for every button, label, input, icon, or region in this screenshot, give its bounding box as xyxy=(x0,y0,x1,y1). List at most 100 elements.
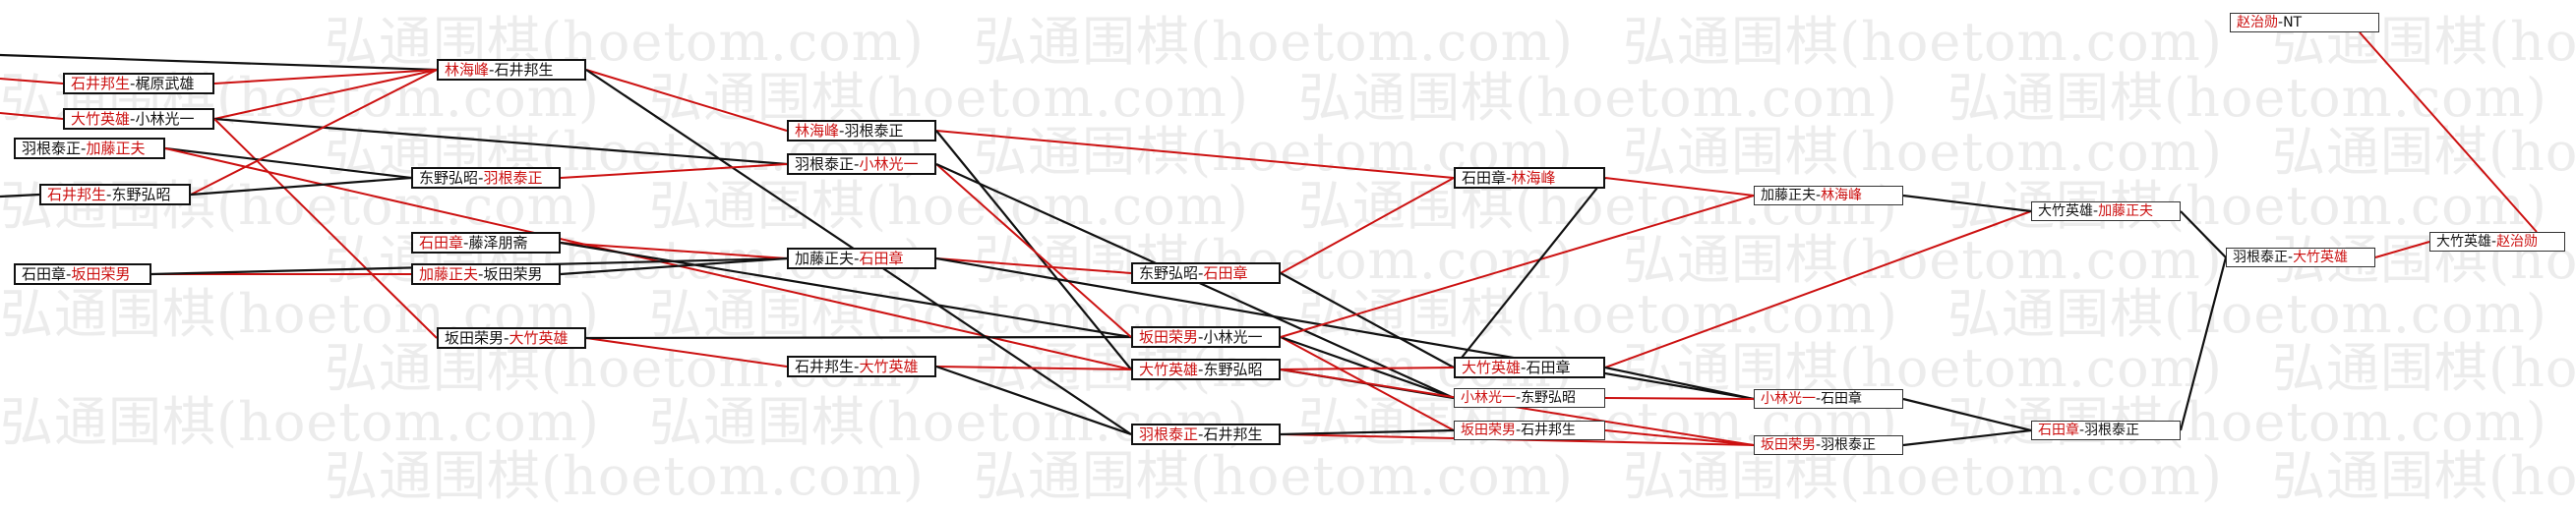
match-node[interactable]: 羽根泰正-加藤正夫 xyxy=(14,138,165,159)
match-node[interactable]: 东野弘昭-石田章 xyxy=(1131,262,1281,284)
player-b: 林海峰 xyxy=(1511,169,1556,187)
match-node[interactable]: 羽根泰正-大竹英雄 xyxy=(2226,248,2375,267)
player-a: 赵治勋 xyxy=(2237,15,2278,30)
bracket-line xyxy=(1604,210,2032,368)
bracket-line xyxy=(2179,256,2228,431)
player-a: 小林光一 xyxy=(1761,391,1816,407)
match-node[interactable]: 石井邦生-东野弘昭 xyxy=(39,184,191,205)
bracket-line xyxy=(935,365,1132,436)
match-node[interactable]: 加藤正夫-坂田荣男 xyxy=(411,263,561,285)
bracket-line xyxy=(560,241,1132,339)
player-a: 东野弘昭 xyxy=(1139,264,1199,282)
player-b: 羽根泰正 xyxy=(483,169,543,187)
bracket-line xyxy=(585,337,788,368)
player-b: 羽根泰正 xyxy=(1821,437,1877,453)
player-a: 林海峰 xyxy=(445,61,490,79)
match-node[interactable]: 大竹英雄-东野弘昭 xyxy=(1131,359,1281,380)
match-node[interactable]: 石井邦生-梶原武雄 xyxy=(63,73,214,94)
match-node[interactable]: 羽根泰正-小林光一 xyxy=(787,153,936,175)
match-node[interactable]: 羽根泰正-石井邦生 xyxy=(1131,424,1281,445)
match-node[interactable]: 大竹英雄-加藤正夫 xyxy=(2031,201,2181,221)
player-a: 羽根泰正 xyxy=(22,140,82,157)
bracket-line xyxy=(1280,195,1755,338)
player-a: 林海峰 xyxy=(795,122,840,140)
player-b: 石田章 xyxy=(1821,391,1863,407)
match-node[interactable]: 坂田荣男-羽根泰正 xyxy=(1754,435,1903,455)
match-node[interactable]: 大竹英雄-石田章 xyxy=(1454,357,1605,378)
player-b: 石井邦生 xyxy=(1521,423,1577,438)
bracket-line xyxy=(1280,177,1455,274)
match-node[interactable]: 加藤正夫-林海峰 xyxy=(1754,186,1903,205)
player-a: 羽根泰正 xyxy=(1139,425,1199,443)
match-node[interactable]: 石田章-坂田荣男 xyxy=(14,263,151,285)
player-a: 羽根泰正 xyxy=(795,155,855,173)
match-node[interactable]: 林海峰-羽根泰正 xyxy=(787,120,936,142)
player-b: 赵治勋 xyxy=(2496,234,2539,250)
match-node[interactable]: 石井邦生-大竹英雄 xyxy=(787,356,936,377)
match-node[interactable]: 坂田荣男-小林光一 xyxy=(1131,326,1281,348)
player-a: 石田章 xyxy=(419,234,464,252)
player-a: 坂田荣男 xyxy=(1139,328,1199,346)
match-node[interactable]: 赵治勋-NT xyxy=(2230,13,2379,32)
bracket-line xyxy=(0,112,64,120)
bracket-line xyxy=(1902,428,2032,447)
player-a: 石井邦生 xyxy=(71,75,131,92)
match-node[interactable]: 石田章-藤泽朋斋 xyxy=(411,232,561,254)
player-a: 坂田荣男 xyxy=(445,329,505,347)
match-node[interactable]: 坂田荣男-石井邦生 xyxy=(1454,421,1605,440)
player-b: 羽根泰正 xyxy=(2084,423,2140,438)
bracket-line xyxy=(0,53,438,72)
player-b: 小林光一 xyxy=(135,110,195,128)
bracket-line xyxy=(2180,210,2227,258)
bracket-line xyxy=(585,69,788,132)
player-a: 东野弘昭 xyxy=(419,169,479,187)
bracket-line xyxy=(1604,366,1755,401)
bracket-line xyxy=(0,193,40,198)
player-b: 藤泽朋斋 xyxy=(468,234,528,252)
match-node[interactable]: 小林光一-东野弘昭 xyxy=(1454,388,1605,408)
player-a: 石井邦生 xyxy=(795,358,855,375)
bracket-line xyxy=(1280,272,1455,368)
bracket-line xyxy=(213,69,438,85)
match-node[interactable]: 大竹英雄-赵治勋 xyxy=(2429,232,2565,252)
player-a: 大竹英雄 xyxy=(1462,359,1522,376)
match-node[interactable]: 石田章-羽根泰正 xyxy=(2031,421,2181,440)
player-a: 石井邦生 xyxy=(47,186,107,203)
player-b: NT xyxy=(2283,15,2303,30)
bracket-line xyxy=(560,163,788,179)
bracket-line xyxy=(560,256,788,276)
player-b: 大竹英雄 xyxy=(509,329,569,347)
player-b: 大竹英雄 xyxy=(2293,250,2349,265)
player-a: 坂田荣男 xyxy=(1761,437,1816,453)
player-b: 小林光一 xyxy=(859,155,919,173)
player-b: 东野弘昭 xyxy=(1521,390,1577,406)
match-node[interactable]: 东野弘昭-羽根泰正 xyxy=(411,167,561,189)
player-a: 石田章 xyxy=(22,265,67,283)
bracket-line xyxy=(1280,367,1455,370)
player-b: 石田章 xyxy=(1203,264,1248,282)
player-b: 羽根泰正 xyxy=(844,122,904,140)
bracket-connector-lines xyxy=(0,31,2538,447)
player-a: 加藤正夫 xyxy=(1761,188,1816,203)
player-b: 东野弘昭 xyxy=(1203,361,1263,378)
player-a: 加藤正夫 xyxy=(419,265,479,283)
match-node[interactable]: 林海峰-石井邦生 xyxy=(437,59,586,81)
player-a: 小林光一 xyxy=(1461,390,1516,406)
bracket-line xyxy=(585,335,1132,340)
bracket-line xyxy=(1902,194,2032,213)
player-b: 石井邦生 xyxy=(494,61,554,79)
bracket-line xyxy=(935,366,1132,370)
player-a: 坂田荣男 xyxy=(1461,423,1516,438)
player-a: 大竹英雄 xyxy=(71,110,131,128)
bracket-line xyxy=(1453,177,1606,368)
player-b: 东野弘昭 xyxy=(111,186,171,203)
match-node[interactable]: 小林光一-石田章 xyxy=(1754,389,1903,409)
match-node[interactable]: 石田章-林海峰 xyxy=(1454,167,1605,189)
match-node[interactable]: 加藤正夫-石田章 xyxy=(787,248,936,269)
bracket-line xyxy=(935,256,1755,401)
match-node[interactable]: 大竹英雄-小林光一 xyxy=(63,108,214,130)
bracket-line xyxy=(213,69,438,120)
match-node[interactable]: 坂田荣男-大竹英雄 xyxy=(437,327,586,349)
player-b: 梶原武雄 xyxy=(135,75,195,92)
player-a: 石田章 xyxy=(1462,169,1507,187)
